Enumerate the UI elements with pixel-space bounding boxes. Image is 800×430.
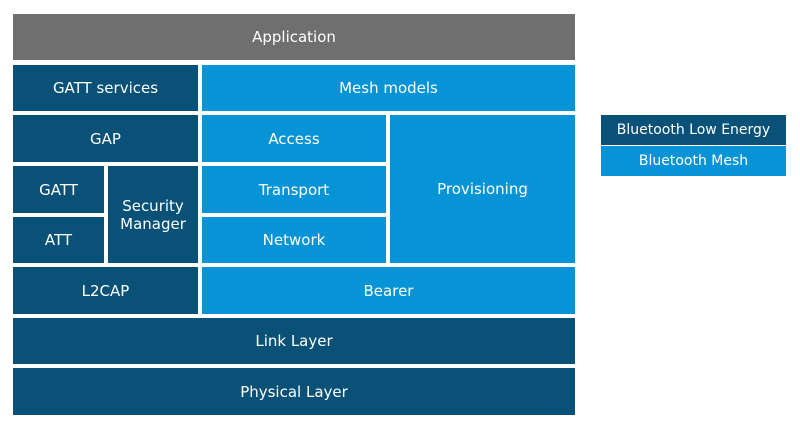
gatt-services-label: GATT services <box>52 79 159 97</box>
transport-block: Transport <box>202 166 386 213</box>
physical-layer-label: Physical Layer <box>240 382 348 401</box>
gap-label: GAP <box>90 129 121 148</box>
access-block: Access <box>202 115 386 162</box>
att-block: ATT <box>13 217 104 263</box>
mesh-models-block: Mesh models <box>202 65 575 111</box>
network-label: Network <box>262 231 326 249</box>
legend-item-mesh: Bluetooth Mesh <box>601 146 786 176</box>
bearer-label: Bearer <box>363 281 414 300</box>
provisioning-label: Provisioning <box>437 180 528 198</box>
security-manager-block: Security Manager <box>108 166 198 263</box>
legend-ble-label: Bluetooth Low Energy <box>616 122 771 138</box>
physical-layer-block: Physical Layer <box>13 368 575 415</box>
provisioning-block: Provisioning <box>390 115 575 263</box>
gap-block: GAP <box>13 115 198 162</box>
l2cap-label: L2CAP <box>81 281 130 300</box>
legend-mesh-label: Bluetooth Mesh <box>638 153 749 169</box>
transport-label: Transport <box>258 180 330 199</box>
security-manager-label-line1: Security <box>122 196 184 215</box>
gatt-services-block: GATT services <box>13 65 198 111</box>
network-block: Network <box>202 217 386 263</box>
link-layer-block: Link Layer <box>13 318 575 364</box>
security-manager-label-line2: Manager <box>120 214 186 233</box>
gatt-label: GATT <box>39 180 78 199</box>
access-label: Access <box>268 129 320 148</box>
bearer-block: Bearer <box>202 267 575 314</box>
att-label: ATT <box>44 231 73 249</box>
mesh-models-label: Mesh models <box>339 79 438 97</box>
application-layer: Application <box>13 14 575 60</box>
legend-item-ble: Bluetooth Low Energy <box>601 115 786 145</box>
application-label: Application <box>252 28 336 46</box>
link-layer-label: Link Layer <box>255 332 333 350</box>
l2cap-block: L2CAP <box>13 267 198 314</box>
gatt-block: GATT <box>13 166 104 213</box>
